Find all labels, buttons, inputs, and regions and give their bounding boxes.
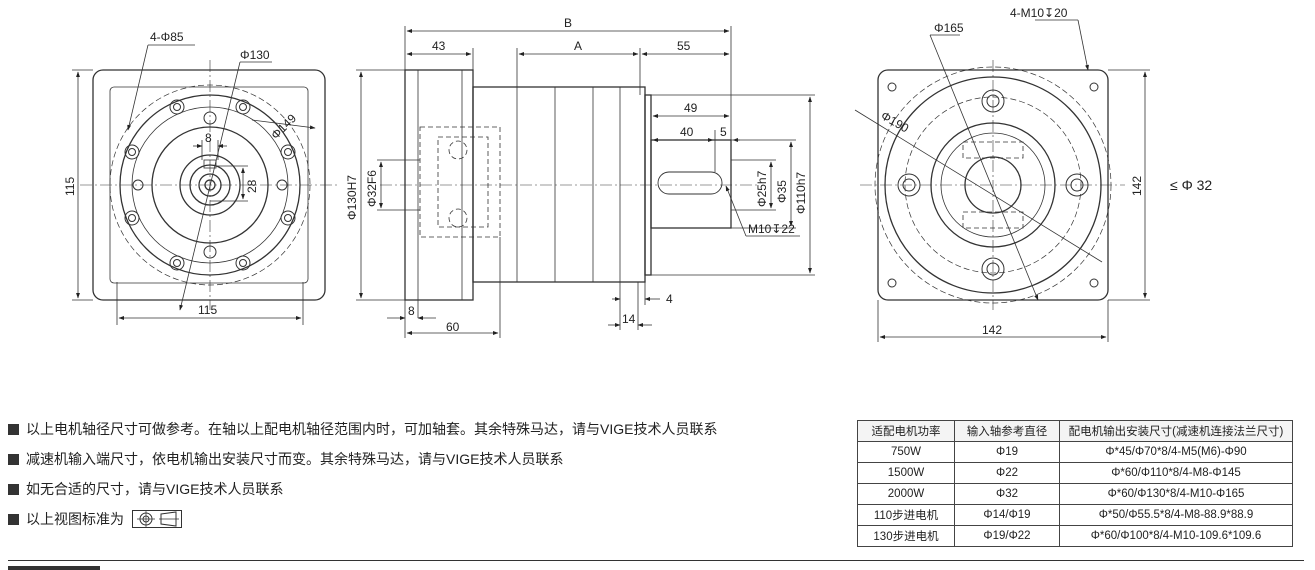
cell-power: 130步进电机 xyxy=(857,525,955,547)
cell-shaft: Φ32 xyxy=(954,483,1060,505)
dim-14: 14 xyxy=(622,312,636,326)
dim-phi110h7: Φ110h7 xyxy=(794,172,808,214)
cell-power: 110步进电机 xyxy=(857,504,955,526)
dim-phi35: Φ35 xyxy=(775,180,789,203)
table-row: 2000W Φ32 Φ*60/Φ130*8/4-M10-Φ165 xyxy=(857,483,1293,505)
table-row: 110步进电机 Φ14/Φ19 Φ*50/Φ55.5*8/4-M8-88.9*8… xyxy=(857,504,1293,526)
dim-phi165: Φ165 xyxy=(934,21,964,35)
table-row: 130步进电机 Φ19/Φ22 Φ*60/Φ100*8/4-M10-109.6*… xyxy=(857,525,1293,547)
rear-view-dimensions xyxy=(854,19,1150,342)
table-header-row: 适配电机功率 输入轴参考直径 配电机输出安装尺寸(减速机连接法兰尺寸) xyxy=(857,420,1293,442)
note-text: 以上电机轴径尺寸可做参考。在轴以上配电机轴径范围内时，可加轴套。其余特殊马达，请… xyxy=(26,421,718,437)
dim-phi25h7: Φ25h7 xyxy=(755,170,769,207)
header-input-shaft: 输入轴参考直径 xyxy=(954,420,1060,442)
cell-mount: Φ*60/Φ110*8/4-M8-Φ145 xyxy=(1059,462,1293,484)
note-item: 以上视图标准为 xyxy=(8,504,838,534)
side-view-dimensions xyxy=(356,26,815,338)
cell-shaft: Φ22 xyxy=(954,462,1060,484)
header-motor-power: 适配电机功率 xyxy=(857,420,955,442)
note-item: 如无合适的尺寸，请与VIGE技术人员联系 xyxy=(8,474,838,504)
note-text: 如无合适的尺寸，请与VIGE技术人员联系 xyxy=(26,481,284,497)
note-item: 以上电机轴径尺寸可做参考。在轴以上配电机轴径范围内时，可加轴套。其余特殊马达，请… xyxy=(8,414,838,444)
front-view-dimensions xyxy=(72,44,316,325)
dim-115-horizontal: 115 xyxy=(198,303,217,317)
cell-mount: Φ*60/Φ130*8/4-M10-Φ165 xyxy=(1059,483,1293,505)
cell-shaft: Φ19/Φ22 xyxy=(954,525,1060,547)
dim-phi32F6: Φ32F6 xyxy=(365,170,379,207)
table-row: 750W Φ19 Φ*45/Φ70*8/4-M5(M6)-Φ90 xyxy=(857,441,1293,463)
dim-55: 55 xyxy=(677,39,691,53)
dim-max-phi32: ≤ Φ 32 xyxy=(1170,177,1212,193)
motor-spec-table: 适配电机功率 输入轴参考直径 配电机输出安装尺寸(减速机连接法兰尺寸) 750W… xyxy=(857,420,1293,547)
first-angle-projection-icon xyxy=(132,510,182,528)
dim-phi130H7: Φ130H7 xyxy=(345,175,359,220)
technical-drawing: 4-Φ85 Φ130 Φ149 8 28 115 115 xyxy=(63,6,1212,342)
dim-A: A xyxy=(574,39,582,53)
cell-mount: Φ*50/Φ55.5*8/4-M8-88.9*88.9 xyxy=(1059,504,1293,526)
dim-43: 43 xyxy=(432,39,446,53)
square-bullet-icon xyxy=(8,423,19,435)
footer-divider xyxy=(8,560,1304,561)
square-bullet-icon xyxy=(8,453,19,465)
cell-power: 2000W xyxy=(857,483,955,505)
dim-142-horizontal: 142 xyxy=(982,323,1002,337)
dim-phi190: Φ190 xyxy=(879,108,912,135)
dim-phi149: Φ149 xyxy=(268,111,299,142)
dim-40: 40 xyxy=(680,125,694,139)
dim-B: B xyxy=(564,16,572,30)
dim-phi130-front: Φ130 xyxy=(240,48,270,62)
note-text: 以上视图标准为 xyxy=(26,511,124,527)
dim-4-side: 4 xyxy=(666,292,673,306)
side-view xyxy=(380,69,760,301)
dim-4M10-depth20: 4-M10↧20 xyxy=(1010,6,1068,20)
table-row: 1500W Φ22 Φ*60/Φ110*8/4-M8-Φ145 xyxy=(857,462,1293,484)
cell-mount: Φ*45/Φ70*8/4-M5(M6)-Φ90 xyxy=(1059,441,1293,463)
dim-142-vertical: 142 xyxy=(1130,176,1144,196)
notes-list: 以上电机轴径尺寸可做参考。在轴以上配电机轴径范围内时，可加轴套。其余特殊马达，请… xyxy=(8,414,838,534)
square-bullet-icon xyxy=(8,483,19,495)
cell-shaft: Φ14/Φ19 xyxy=(954,504,1060,526)
cell-power: 750W xyxy=(857,441,955,463)
dim-8-front: 8 xyxy=(205,131,212,145)
dim-5: 5 xyxy=(720,125,727,139)
dim-M10-depth22: M10↧22 xyxy=(748,222,795,236)
cell-mount: Φ*60/Φ100*8/4-M10-109.6*109.6 xyxy=(1059,525,1293,547)
note-text: 减速机输入端尺寸，依电机输出安装尺寸而变。其余特殊马达，请与VIGE技术人员联系 xyxy=(26,451,564,467)
footer-tab-marker xyxy=(8,566,100,570)
cell-power: 1500W xyxy=(857,462,955,484)
note-item: 减速机输入端尺寸，依电机输出安装尺寸而变。其余特殊马达，请与VIGE技术人员联系 xyxy=(8,444,838,474)
square-bullet-icon xyxy=(8,513,19,525)
dim-60: 60 xyxy=(446,320,460,334)
cell-shaft: Φ19 xyxy=(954,441,1060,463)
header-mount-size: 配电机输出安装尺寸(减速机连接法兰尺寸) xyxy=(1059,420,1293,442)
dim-115-vertical: 115 xyxy=(63,177,77,196)
dim-49: 49 xyxy=(684,101,698,115)
dim-28: 28 xyxy=(245,179,259,193)
dim-8-side: 8 xyxy=(408,304,415,318)
rear-view xyxy=(860,60,1125,310)
dim-4phi85: 4-Φ85 xyxy=(150,30,184,44)
front-view xyxy=(80,60,340,310)
